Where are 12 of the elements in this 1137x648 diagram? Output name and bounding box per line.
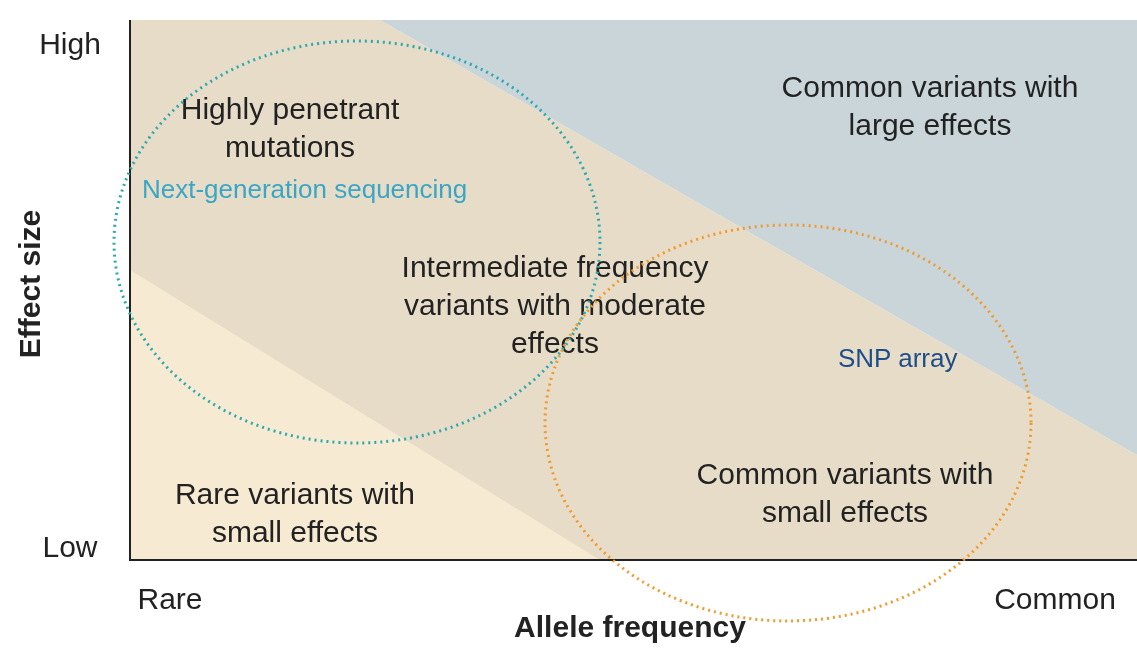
axis-title: Allele frequency (513, 609, 747, 645)
tick-label: Low (41, 529, 99, 565)
method-label: Next-generation sequencing (142, 174, 468, 205)
tick-label: Common (993, 581, 1117, 617)
category-label: Common variants with small effects (695, 456, 995, 530)
category-label: Rare variants with small effects (173, 476, 417, 550)
tick-label: High (38, 26, 102, 62)
method-label: SNP array (838, 343, 958, 374)
axis-title: Effect size (12, 208, 47, 361)
category-label: Common variants with large effects (780, 69, 1080, 143)
tick-label: Rare (136, 581, 204, 617)
category-label: Highly penetrant mutations (179, 91, 401, 165)
